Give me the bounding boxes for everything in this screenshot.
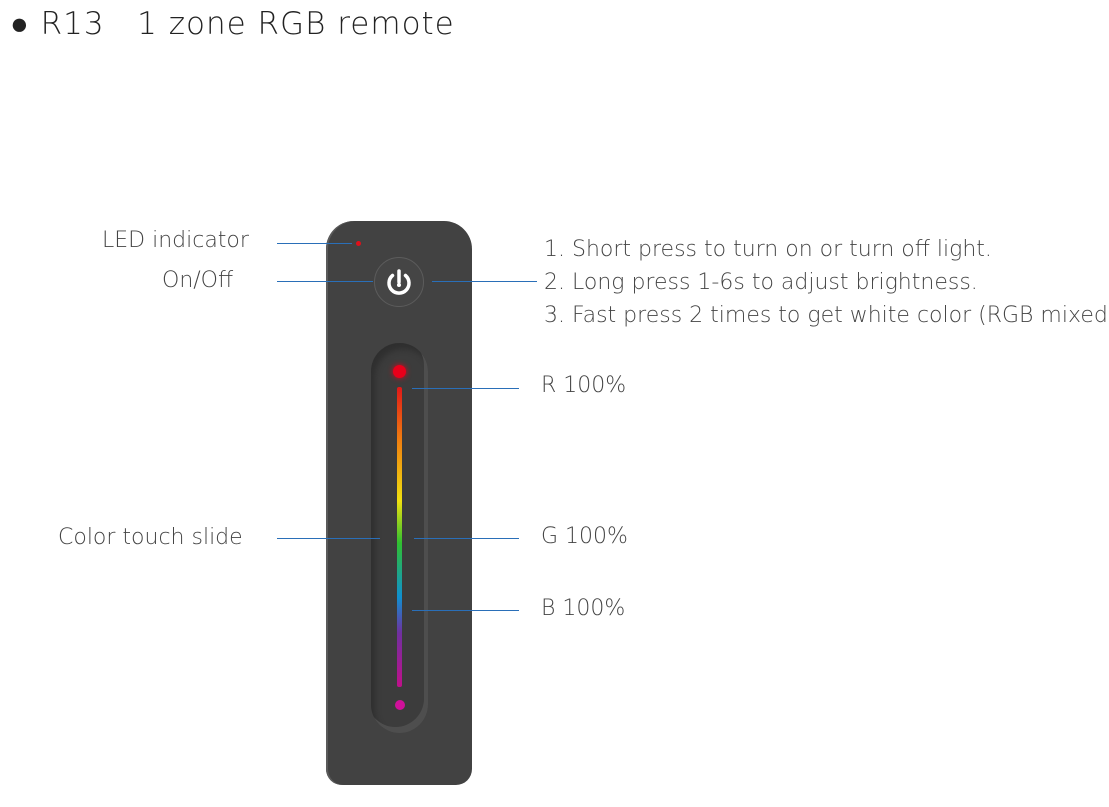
label-slide: Color touch slide — [58, 525, 243, 550]
led-indicator — [356, 241, 361, 246]
leader-line — [412, 610, 519, 611]
leader-line — [277, 243, 352, 244]
leader-line — [412, 388, 519, 389]
label-onoff: On/Off — [162, 268, 234, 293]
label-g: G 100% — [541, 524, 628, 549]
leader-line — [277, 538, 380, 539]
magenta-dot — [395, 700, 405, 710]
red-dot — [393, 365, 406, 378]
instruction-1: 1. Short press to turn on or turn off li… — [544, 237, 992, 262]
page-title: ● R13 1 zone RGB remote — [10, 6, 455, 42]
rainbow-bar — [397, 387, 402, 687]
power-button[interactable] — [374, 257, 424, 307]
power-icon — [387, 269, 411, 295]
leader-line — [414, 538, 519, 539]
leader-line — [277, 281, 373, 282]
instruction-3: 3. Fast press 2 times to get white color… — [544, 303, 1109, 328]
label-b: B 100% — [541, 596, 626, 621]
leader-line — [432, 281, 537, 282]
label-r: R 100% — [541, 373, 627, 398]
label-led: LED indicator — [102, 228, 249, 253]
instruction-2: 2. Long press 1-6s to adjust brightness. — [544, 270, 978, 295]
